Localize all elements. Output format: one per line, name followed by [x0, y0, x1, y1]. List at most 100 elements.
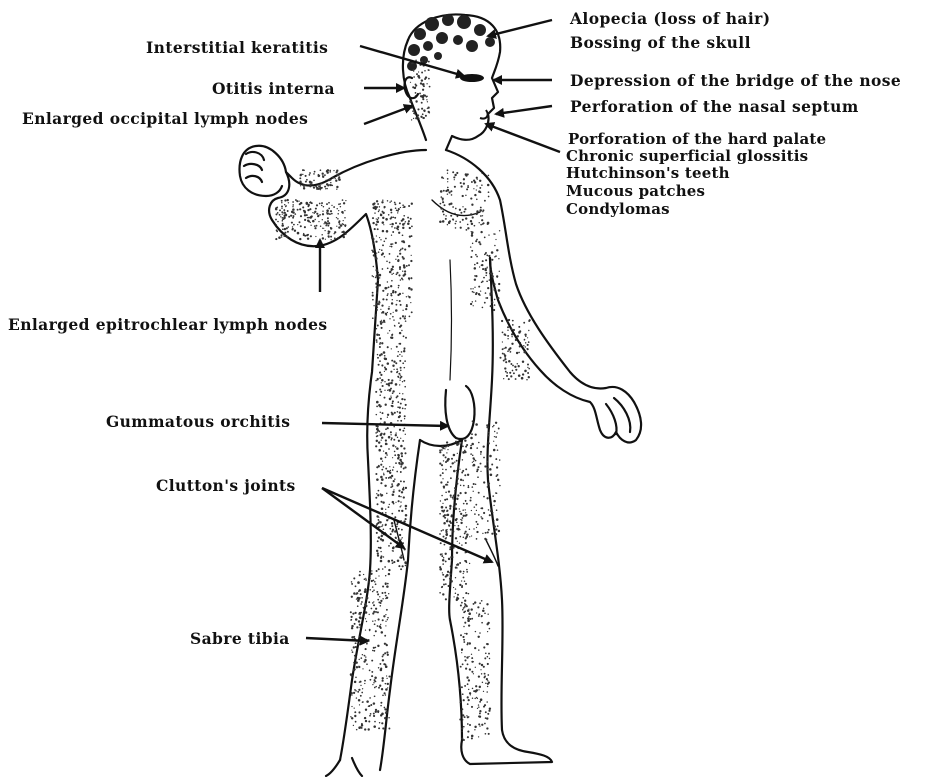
stipple-dot — [402, 257, 404, 259]
stipple-dot — [465, 583, 467, 585]
stipple-dot — [415, 85, 417, 87]
stipple-dot — [392, 299, 393, 300]
stipple-dot — [384, 717, 387, 720]
stipple-dot — [387, 267, 389, 269]
stipple-dot — [487, 631, 488, 632]
stipple-dot — [404, 408, 405, 409]
stipple-dot — [390, 371, 392, 373]
stipple-dot — [275, 208, 278, 211]
stipple-dot — [476, 521, 478, 523]
stipple-dot — [398, 208, 400, 210]
stipple-dot — [447, 193, 448, 194]
stipple-dot — [507, 338, 508, 339]
stipple-dot — [471, 618, 473, 620]
stipple-dot — [391, 226, 393, 228]
stipple-dot — [336, 189, 337, 190]
stipple-dot — [378, 667, 380, 669]
stipple-dot — [499, 459, 501, 461]
stipple-dot — [527, 337, 528, 338]
stipple-dot — [369, 697, 371, 699]
stipple-dot — [353, 577, 355, 579]
stipple-dot — [447, 173, 448, 174]
stipple-dot — [304, 214, 306, 216]
stipple-dot — [379, 237, 380, 238]
stipple-dot — [509, 372, 511, 374]
stipple-dot — [328, 231, 330, 233]
stipple-dot — [447, 449, 448, 450]
stipple-dot — [376, 292, 378, 294]
stipple-dot — [488, 509, 490, 511]
stipple-dot — [372, 591, 374, 593]
stipple-dot — [392, 291, 394, 293]
stipple-dot — [336, 174, 338, 176]
stipple-dot — [374, 721, 376, 723]
stipple-dot — [441, 530, 443, 532]
stipple-dot — [465, 512, 466, 513]
stipple-dot — [309, 185, 311, 187]
stipple-dot — [479, 241, 480, 242]
stipple-dot — [397, 229, 399, 231]
stipple-dot — [382, 585, 384, 587]
stipple-dot — [444, 499, 446, 501]
stipple-dot — [523, 351, 526, 354]
stipple-dot — [471, 181, 473, 183]
stipple-dot — [497, 525, 499, 527]
stipple-dot — [447, 181, 448, 182]
stipple-dot — [374, 208, 376, 210]
stipple-dot — [522, 373, 524, 375]
stipple-dot — [394, 227, 396, 229]
stipple-dot — [390, 477, 392, 479]
stipple-dot — [400, 420, 402, 422]
stipple-dot — [398, 440, 400, 442]
scrotum-outline — [445, 386, 474, 439]
stipple-dot — [361, 724, 363, 726]
stipple-dot — [362, 688, 363, 689]
stipple-dot — [354, 715, 356, 717]
stipple-dot — [379, 337, 381, 339]
stipple-dot — [377, 625, 379, 627]
stipple-dot — [398, 351, 399, 352]
stipple-dot — [396, 447, 399, 450]
stipple-dot — [316, 188, 318, 190]
stipple-dot — [459, 570, 461, 572]
stipple-dot — [379, 284, 381, 286]
stipple-dot — [384, 566, 386, 568]
stipple-dot — [413, 71, 414, 72]
stipple-dot — [297, 209, 299, 211]
arrow-nasal-septum — [496, 106, 552, 114]
stipple-dot — [462, 693, 464, 695]
arrow-occipital-nodes — [364, 106, 412, 124]
stipple-dot — [385, 614, 386, 615]
stipple-dot — [400, 367, 402, 369]
stipple-dot — [395, 502, 396, 503]
stipple-dot — [397, 454, 399, 456]
stipple-dot — [488, 422, 489, 423]
stipple-dot — [350, 616, 352, 618]
stipple-dot — [475, 300, 476, 301]
stipple-dot — [405, 565, 407, 567]
stipple-dot — [359, 624, 361, 626]
stipple-dot — [476, 189, 477, 190]
stipple-dot — [400, 438, 401, 439]
hand-fingers — [606, 398, 630, 434]
stipple-dot — [371, 237, 373, 239]
stipple-dot — [453, 176, 455, 178]
stipple-dot — [485, 272, 487, 274]
stipple-dot — [352, 613, 354, 615]
stipple-dot — [366, 643, 368, 645]
stipple-dot — [446, 498, 448, 500]
stipple-dot — [294, 213, 296, 215]
stipple-dot — [380, 239, 381, 240]
stipple-dot — [467, 683, 469, 685]
stipple-dot — [386, 519, 388, 521]
stipple-dot — [304, 226, 306, 228]
stipple-dot — [385, 665, 388, 668]
stipple-dot — [484, 723, 486, 725]
label-glossitis: Chronic superficial glossitis — [566, 148, 808, 164]
stipple-dot — [284, 212, 286, 214]
stipple-dot — [400, 568, 402, 570]
stipple-dot — [379, 377, 381, 379]
stipple-dot — [505, 371, 507, 373]
stipple-dot — [395, 446, 396, 447]
stipple-dot — [402, 271, 403, 272]
